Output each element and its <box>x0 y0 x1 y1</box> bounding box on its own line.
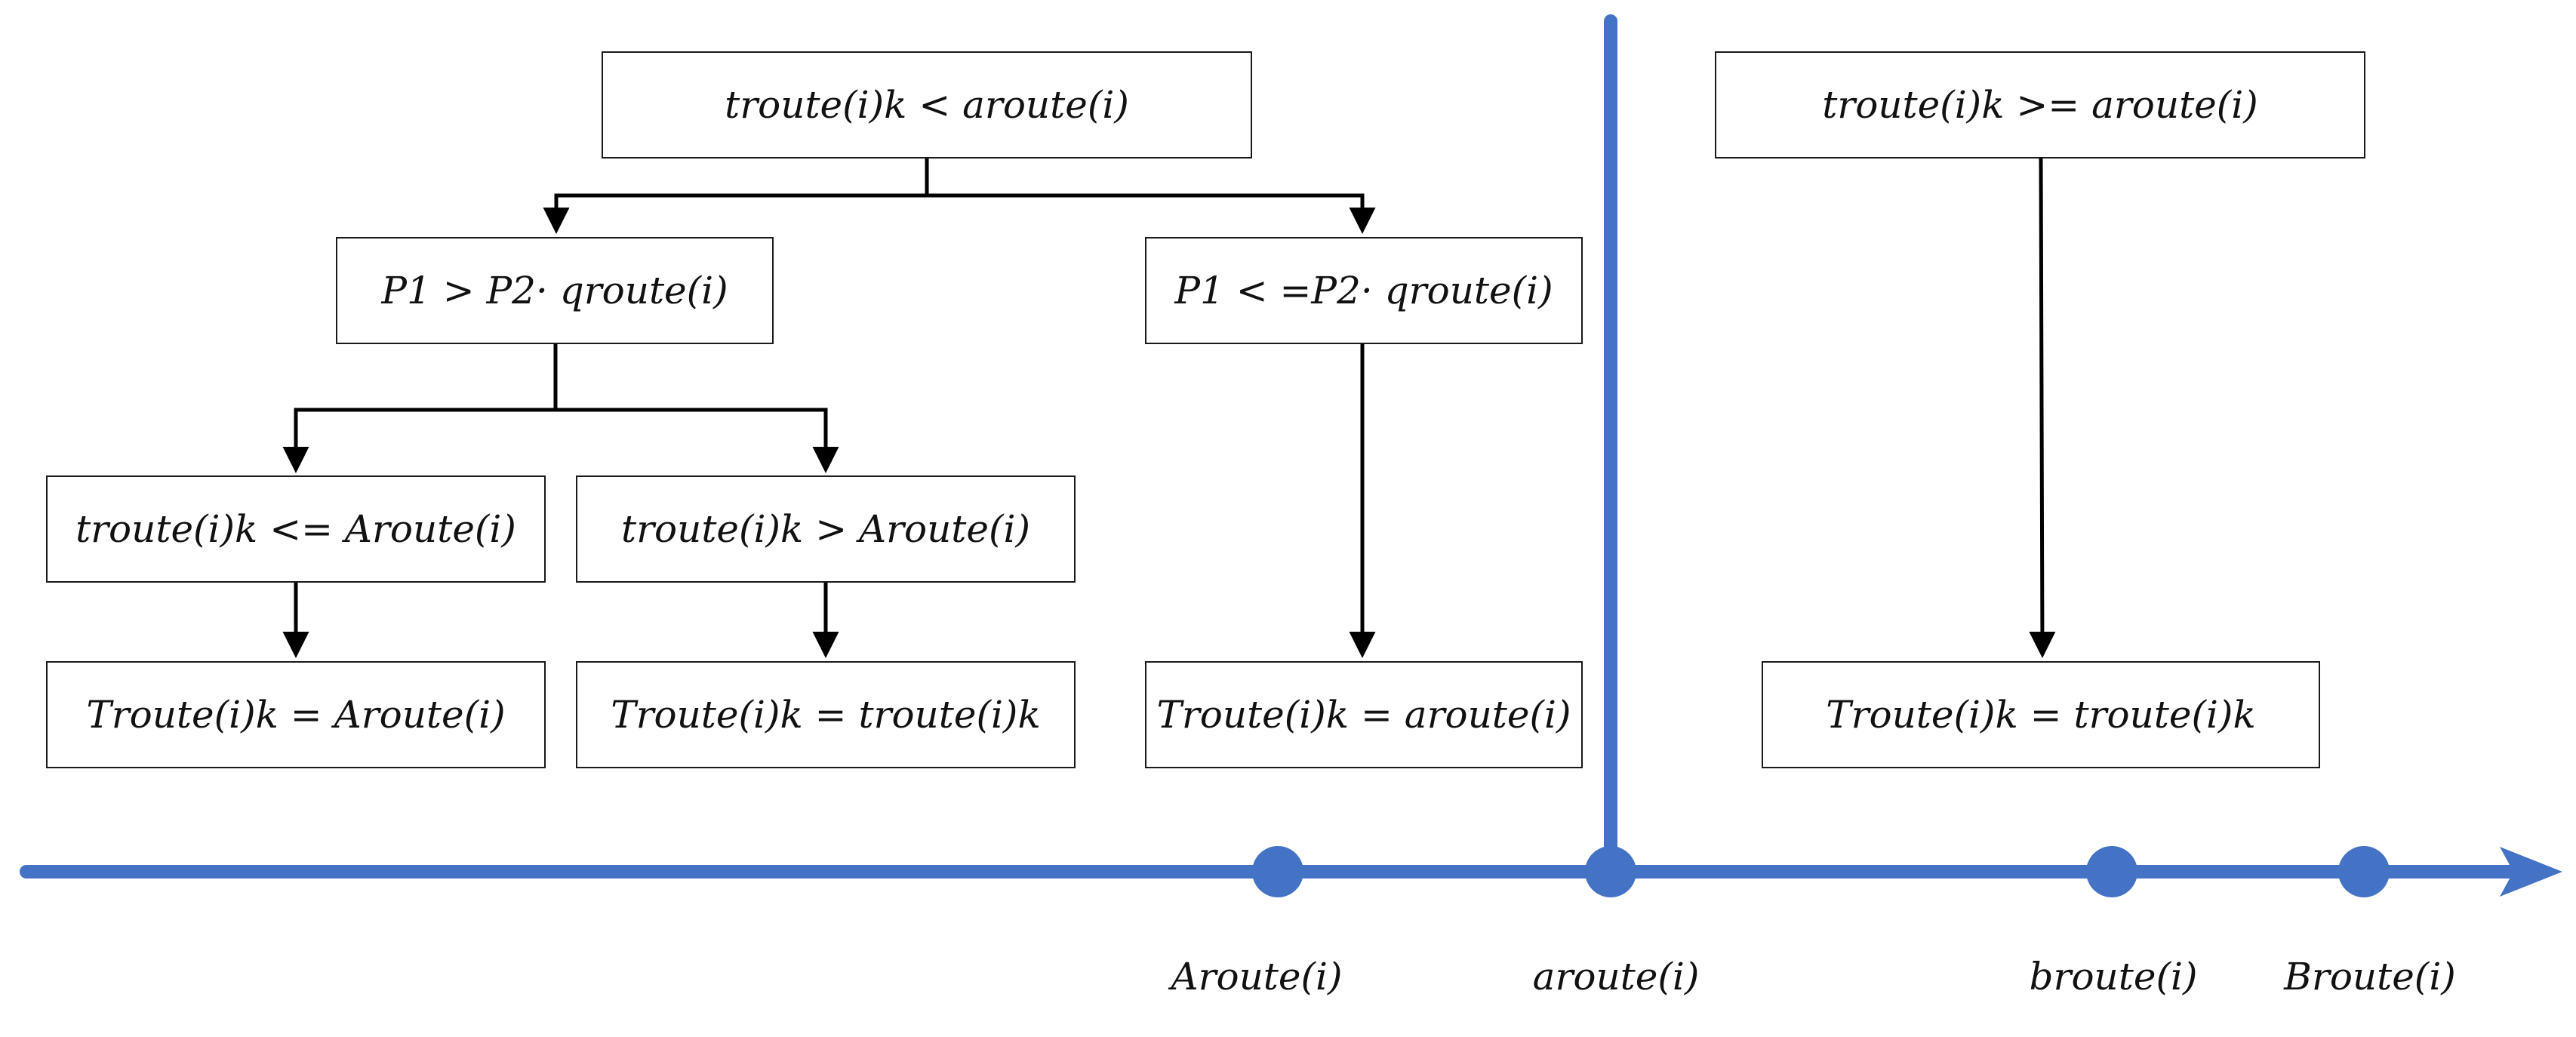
condition-text: P1 > P2· qroute(i) <box>381 269 728 312</box>
condition-box-t-le-A: troute(i)k <= Aroute(i) <box>46 475 546 583</box>
connector-root-split <box>543 157 929 234</box>
condition-text: troute(i)k >= aroute(i) <box>1822 83 2258 127</box>
result-box-t-left: Troute(i)k = troute(i)k <box>576 661 1076 768</box>
axis-label-B: Broute(i) <box>2284 955 2456 999</box>
result-box-t-right: Troute(i)k = troute(i)k <box>1762 661 2320 768</box>
condition-box-t-lt-a: troute(i)k < aroute(i) <box>602 51 1252 158</box>
condition-text: troute(i)k > Aroute(i) <box>621 507 1030 551</box>
axis-label-b: broute(i) <box>2029 955 2198 999</box>
condition-box-p-less-equal: P1 < =P2· qroute(i) <box>1145 237 1583 344</box>
condition-box-t-gt-A: troute(i)k > Aroute(i) <box>576 475 1076 583</box>
time-axis-arrowhead <box>2500 847 2562 897</box>
result-text: Troute(i)k = aroute(i) <box>1156 693 1571 737</box>
condition-text: P1 < =P2· qroute(i) <box>1174 269 1553 312</box>
connector-p-split-left <box>282 343 558 473</box>
condition-box-t-ge-a: troute(i)k >= aroute(i) <box>1715 51 2365 158</box>
axis-marker-b <box>2086 846 2137 897</box>
axis-marker-A <box>1252 846 1303 897</box>
result-box-a: Troute(i)k = aroute(i) <box>1145 661 1583 768</box>
condition-text: troute(i)k < aroute(i) <box>725 83 1129 127</box>
connector-right-root-to-result <box>2029 156 2056 658</box>
condition-text: troute(i)k <= Aroute(i) <box>75 507 516 551</box>
condition-box-p-greater: P1 > P2· qroute(i) <box>336 237 774 344</box>
axis-marker-a <box>1585 846 1636 897</box>
connectors <box>282 156 2056 658</box>
axis-label-a: aroute(i) <box>1532 955 1700 999</box>
connector-p-split-right <box>556 408 839 473</box>
axis-marker-B <box>2338 846 2390 897</box>
result-text: Troute(i)k = troute(i)k <box>1826 693 2256 737</box>
result-box-A: Troute(i)k = Aroute(i) <box>46 661 546 768</box>
result-text: Troute(i)k = troute(i)k <box>611 693 1041 737</box>
connector-root-right <box>927 193 1376 234</box>
axis-label-A: Aroute(i) <box>1171 955 1343 999</box>
result-text: Troute(i)k = Aroute(i) <box>86 693 506 737</box>
